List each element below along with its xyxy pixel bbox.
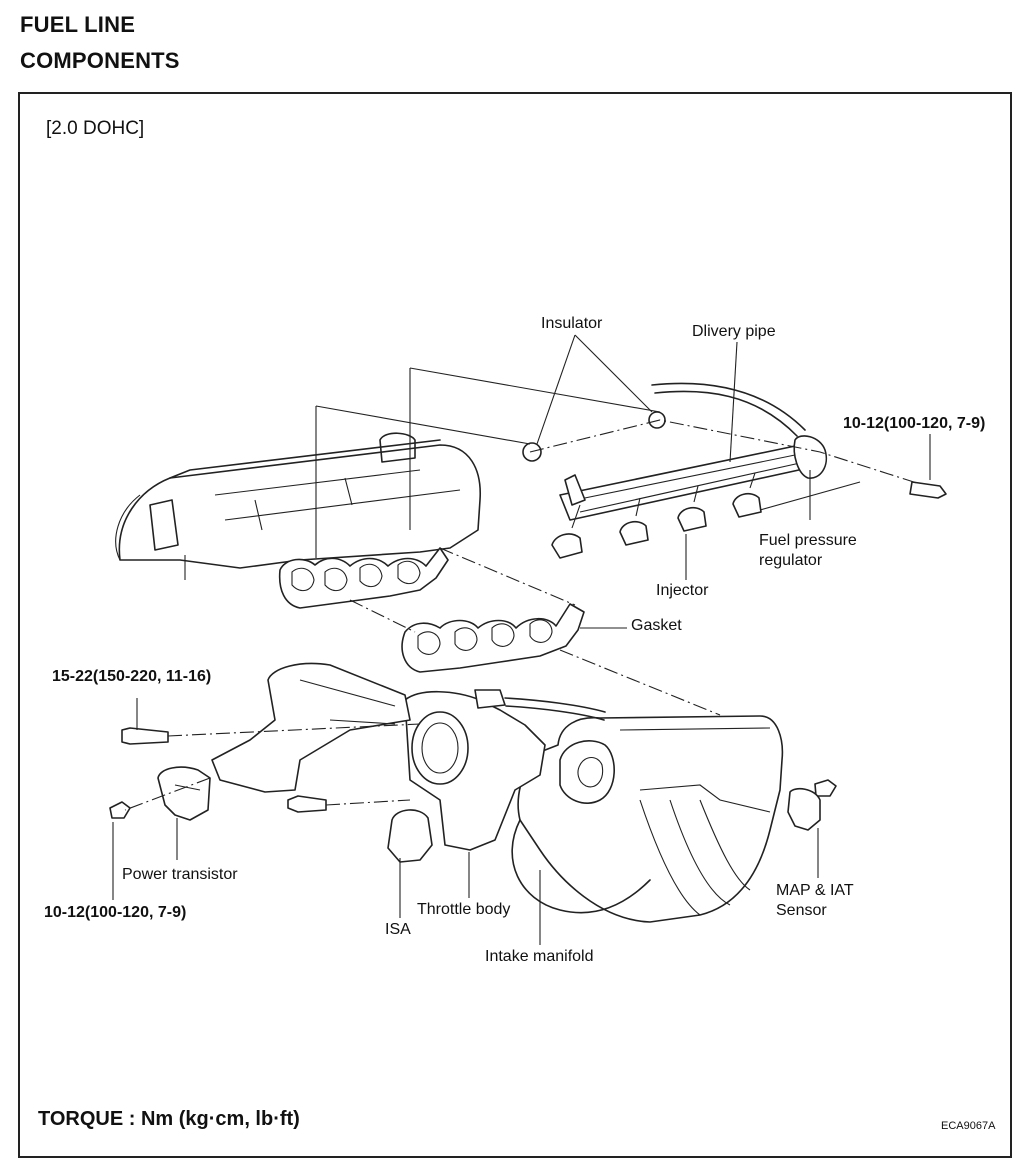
throttle-body-drawing [211, 662, 606, 863]
intake-manifold-drawing [511, 715, 784, 923]
bolts-drawing [109, 727, 837, 831]
label-map-iat-line1: MAP & IAT [776, 882, 854, 899]
label-fuel-pressure-regulator-line2: regulator [759, 552, 823, 569]
delivery-pipe-drawing [522, 382, 947, 559]
label-torque-delivery-bolt: 10-12(100-120, 7-9) [843, 415, 986, 432]
label-isa: ISA [385, 921, 411, 938]
label-throttle-body: Throttle body [417, 901, 511, 918]
label-injector: Injector [656, 582, 709, 599]
diagram-frame [18, 92, 1012, 1158]
label-torque-manifold-bolt: 15-22(150-220, 11-16) [52, 668, 212, 685]
label-fuel-pressure-regulator-line1: Fuel pressure [759, 532, 857, 549]
torque-units-note: TORQUE : Nm (kg·cm, lb·ft) [38, 1108, 300, 1130]
page-subtitle: COMPONENTS [20, 48, 180, 73]
engine-variant-label: [2.0 DOHC] [46, 118, 145, 139]
label-power-transistor: Power transistor [122, 866, 238, 883]
label-gasket: Gasket [631, 617, 682, 634]
label-intake-manifold: Intake manifold [485, 948, 594, 965]
alignment-lines [124, 419, 921, 811]
cylinder-head-drawing [115, 432, 481, 580]
manifold-gasket-drawing [401, 603, 585, 673]
power-transistor-drawing [157, 766, 211, 821]
leader-lines [112, 334, 931, 945]
label-insulator: Insulator [541, 315, 603, 332]
label-torque-transistor-bolt: 10-12(100-120, 7-9) [44, 904, 187, 921]
head-gasket-drawing [278, 547, 449, 609]
page-title: FUEL LINE [20, 12, 136, 37]
label-delivery-pipe: Dlivery pipe [692, 323, 776, 340]
label-map-iat-line2: Sensor [776, 902, 827, 919]
figure-id: ECA9067A [941, 1120, 996, 1132]
